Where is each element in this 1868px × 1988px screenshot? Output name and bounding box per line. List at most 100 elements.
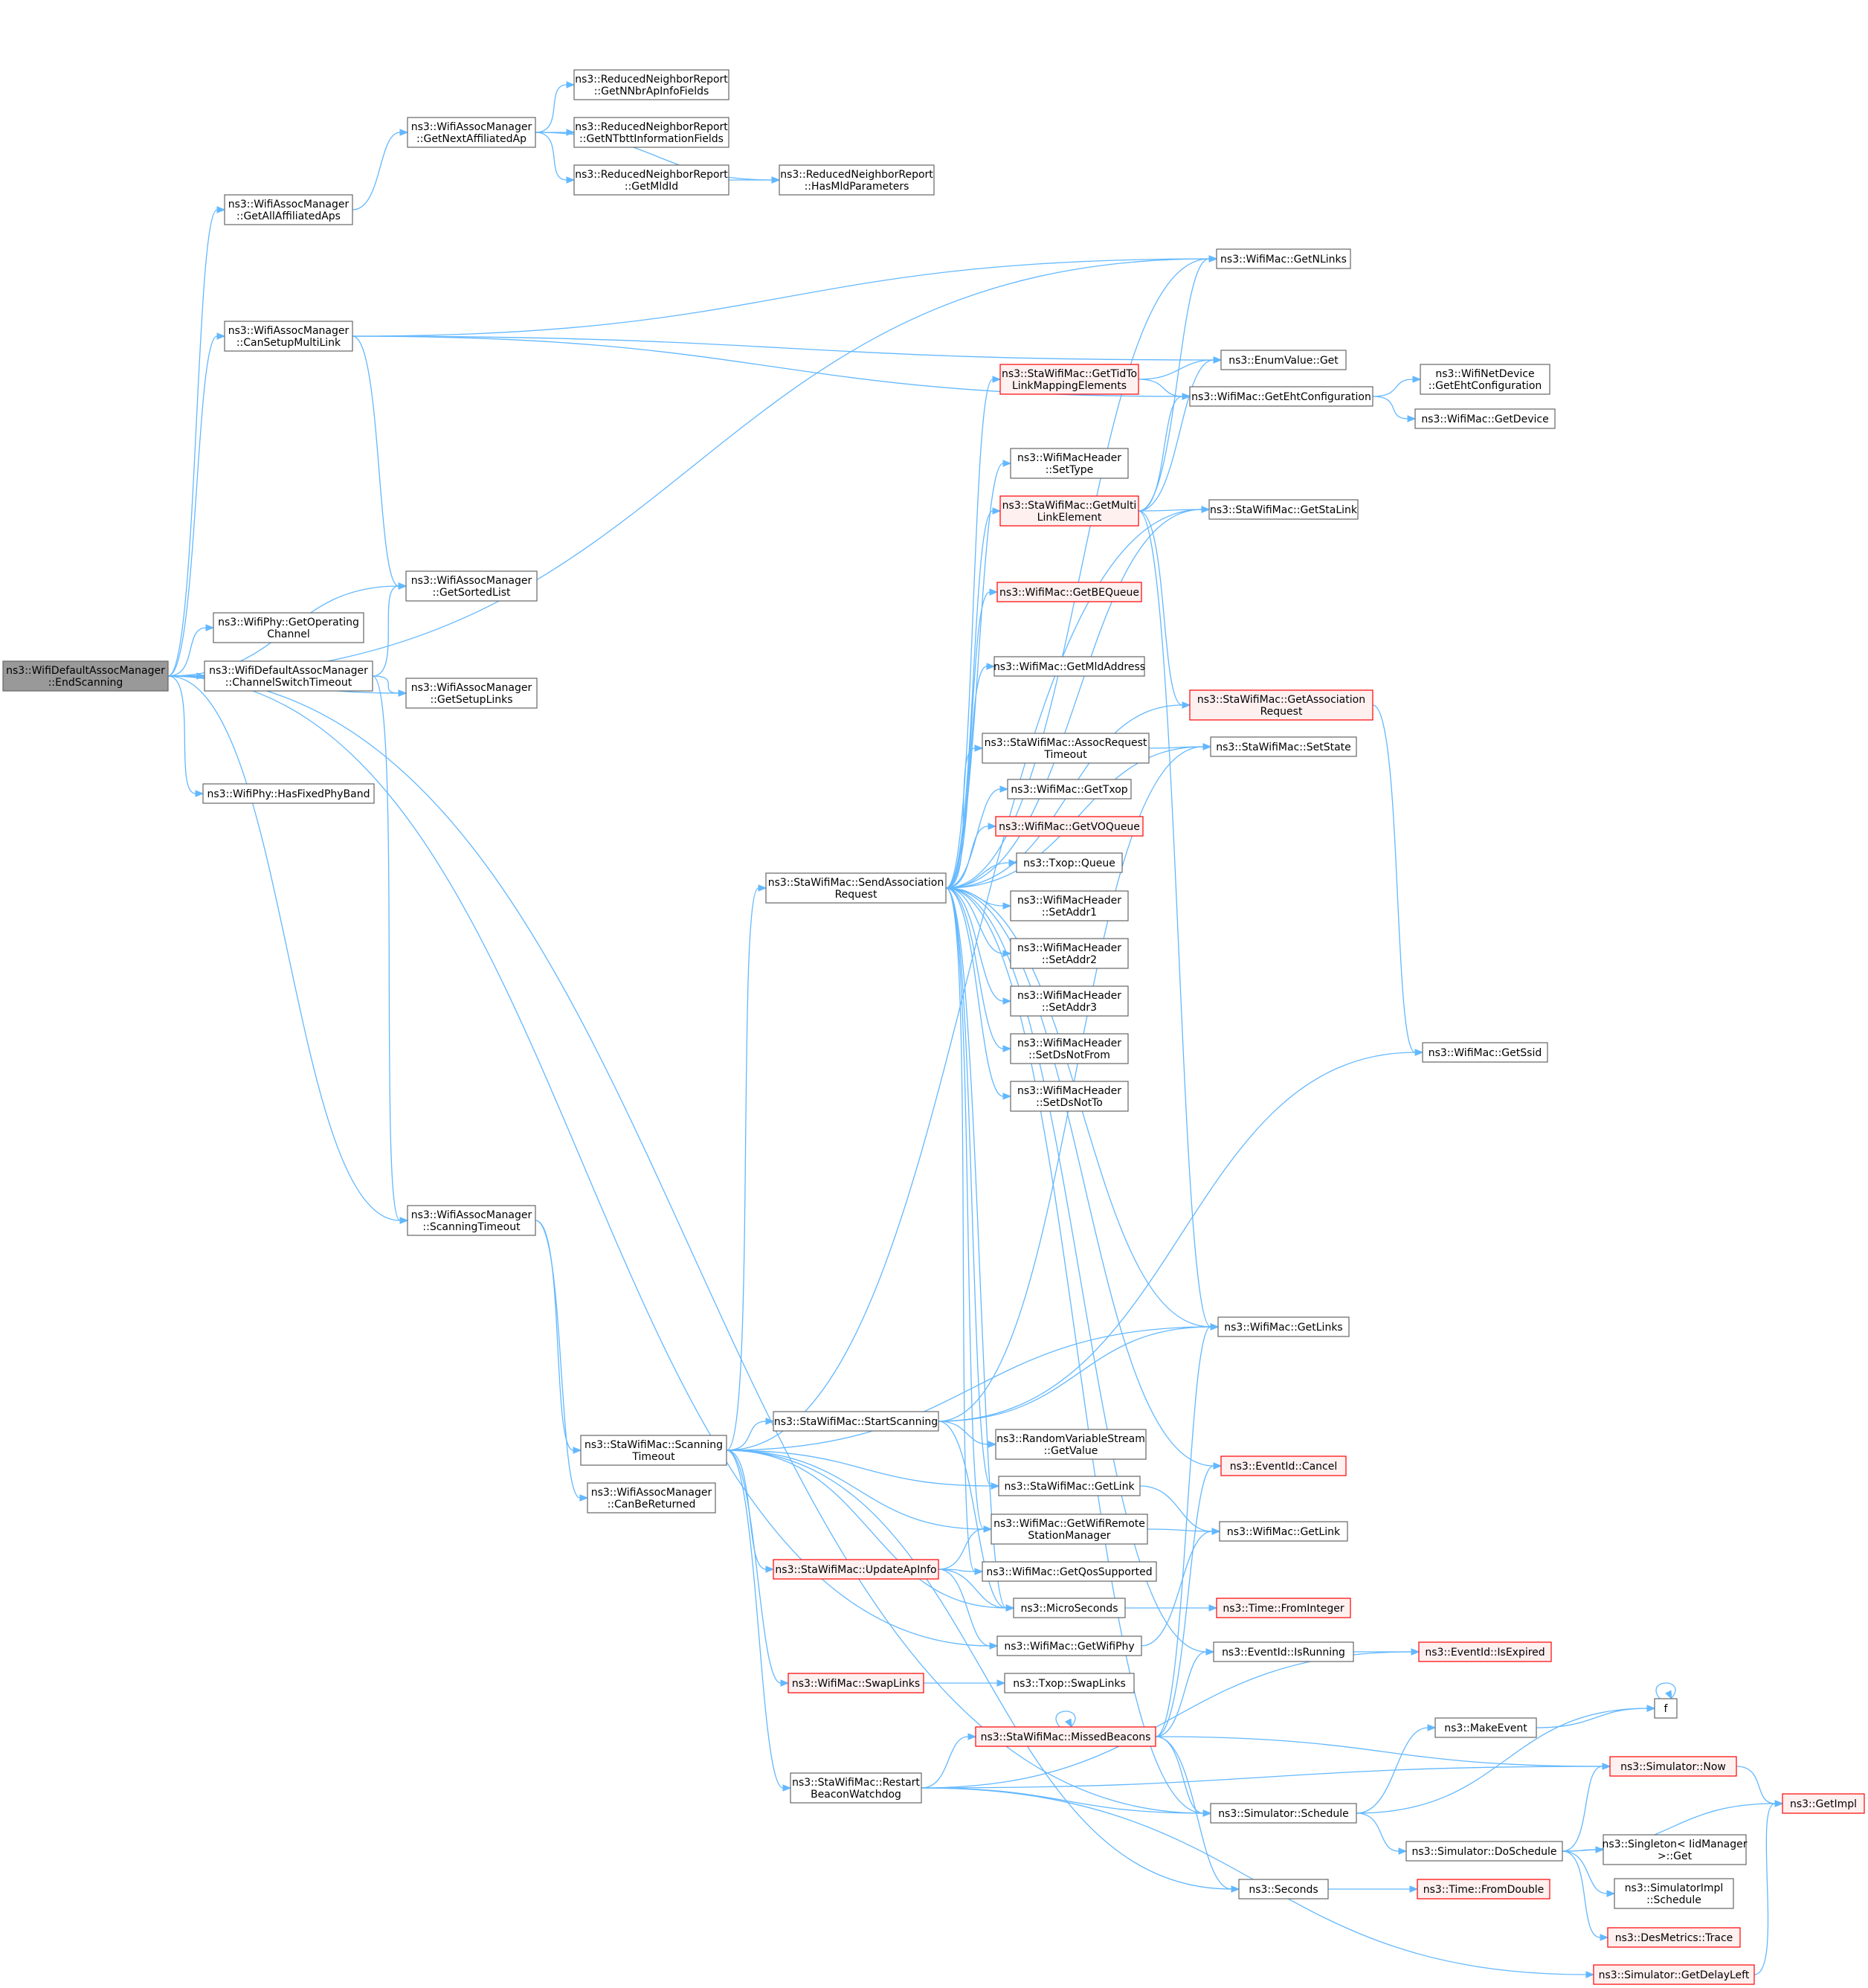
node-set-ds-not-to[interactable]: ns3::WifiMacHeader::SetDsNotTo [1010, 1081, 1129, 1112]
node-box [224, 194, 353, 225]
node-sta-scanning-timeout[interactable]: ns3::StaWifiMac::ScanningTimeout [580, 1435, 727, 1466]
node-get-voqueue[interactable]: ns3::WifiMac::GetVOQueue [995, 816, 1144, 837]
node-label: StationManager [1028, 1530, 1110, 1542]
node-simulator-impl-schedule[interactable]: ns3::SimulatorImpl::Schedule [1614, 1878, 1734, 1909]
node-end-scanning[interactable]: ns3::WifiDefaultAssocManager::EndScannin… [2, 660, 169, 692]
node-start-scanning[interactable]: ns3::StaWifiMac::StartScanning [773, 1411, 939, 1432]
edge-line [945, 887, 1004, 1097]
node-get-delay-left[interactable]: ns3::Simulator::GetDelayLeft [1593, 1964, 1755, 1985]
edge-line [1139, 1485, 1213, 1532]
node-mac-get-link[interactable]: ns3::WifiMac::GetLink [1219, 1521, 1348, 1542]
node-get-txop[interactable]: ns3::WifiMac::GetTxop [1007, 779, 1132, 800]
node-micro-seconds[interactable]: ns3::MicroSeconds [1013, 1598, 1126, 1618]
node-net-device-get-eht-configuration[interactable]: ns3::WifiNetDevice::GetEhtConfiguration [1420, 364, 1550, 395]
node-set-addr3[interactable]: ns3::WifiMacHeader::SetAddr3 [1010, 985, 1129, 1017]
node-event-id-is-expired[interactable]: ns3::EventId::IsExpired [1418, 1641, 1552, 1662]
node-label: ns3::StaWifiMac::Restart [792, 1777, 920, 1789]
node-txop-queue[interactable]: ns3::Txop::Queue [1016, 852, 1123, 873]
node-get-bequeue[interactable]: ns3::WifiMac::GetBEQueue [996, 582, 1142, 602]
node-get-mld-address[interactable]: ns3::WifiMac::GetMldAddress [993, 656, 1145, 677]
node-get-ntbtt-information-fields[interactable]: ns3::ReducedNeighborReport::GetNTbttInfo… [573, 117, 730, 148]
node-get-wifi-phy[interactable]: ns3::WifiMac::GetWifiPhy [996, 1635, 1142, 1656]
node-get-links[interactable]: ns3::WifiMac::GetLinks [1217, 1316, 1350, 1337]
edge-arrowhead [967, 1733, 977, 1740]
edge-line [1147, 1528, 1213, 1532]
edge-arrowhead [999, 785, 1009, 793]
node-enum-value-get[interactable]: ns3::EnumValue::Get [1220, 350, 1347, 370]
call-edge [938, 1569, 999, 1650]
node-label: ns3::WifiMac::GetNLinks [1220, 254, 1347, 266]
call-edge [726, 884, 767, 1451]
node-box [1420, 364, 1550, 395]
node-get-qos-supported[interactable]: ns3::WifiMac::GetQosSupported [982, 1561, 1157, 1582]
node-time-from-integer[interactable]: ns3::Time::FromInteger [1216, 1598, 1351, 1618]
node-set-addr1[interactable]: ns3::WifiMacHeader::SetAddr1 [1010, 890, 1129, 921]
node-label: ns3::Simulator::Now [1620, 1761, 1726, 1773]
call-edge [726, 506, 1211, 1451]
node-f[interactable]: f [1654, 1698, 1678, 1719]
node-update-ap-info[interactable]: ns3::StaWifiMac::UpdateApInfo [773, 1559, 939, 1580]
node-get-sta-link[interactable]: ns3::StaWifiMac::GetStaLink [1208, 499, 1359, 520]
node-get-ssid[interactable]: ns3::WifiMac::GetSsid [1422, 1042, 1548, 1063]
node-des-metrics-trace[interactable]: ns3::DesMetrics::Trace [1607, 1927, 1741, 1948]
node-box [573, 69, 730, 100]
node-get-device[interactable]: ns3::WifiMac::GetDevice [1414, 408, 1556, 429]
node-set-addr2[interactable]: ns3::WifiMacHeader::SetAddr2 [1010, 938, 1129, 969]
node-get-next-affiliated-ap[interactable]: ns3::WifiAssocManager::GetNextAffiliated… [407, 117, 536, 148]
call-edge [1372, 396, 1417, 422]
node-get-wifi-remote-station-manager[interactable]: ns3::WifiMac::GetWifiRemoteStationManage… [991, 1513, 1148, 1545]
node-simulator-schedule[interactable]: ns3::Simulator::Schedule [1210, 1803, 1357, 1824]
node-set-type[interactable]: ns3::WifiMacHeader::SetType [1010, 448, 1129, 479]
node-swap-links[interactable]: ns3::WifiMac::SwapLinks [788, 1673, 924, 1693]
node-sta-get-link[interactable]: ns3::StaWifiMac::GetLink [998, 1476, 1141, 1496]
node-label: ::ChannelSwitchTimeout [225, 677, 352, 689]
edge-line [921, 1736, 969, 1789]
call-edge [921, 1733, 977, 1789]
node-get-nnbr-ap-info-fields[interactable]: ns3::ReducedNeighborReport::GetNNbrApInf… [573, 69, 730, 100]
node-channel-switch-timeout[interactable]: ns3::WifiDefaultAssocManager::ChannelSwi… [204, 660, 373, 692]
node-has-mld-parameters[interactable]: ns3::ReducedNeighborReport::HasMldParame… [779, 164, 935, 196]
node-make-event[interactable]: ns3::MakeEvent [1434, 1717, 1537, 1738]
node-set-ds-not-from[interactable]: ns3::WifiMacHeader::SetDsNotFrom [1010, 1033, 1129, 1064]
node-get-eht-configuration[interactable]: ns3::WifiMac::GetEhtConfiguration [1189, 386, 1373, 407]
node-get-all-affiliated-aps[interactable]: ns3::WifiAssocManager::GetAllAffiliatedA… [224, 194, 353, 225]
node-get-impl[interactable]: ns3::GetImpl [1782, 1793, 1865, 1814]
node-get-nlinks[interactable]: ns3::WifiMac::GetNLinks [1216, 248, 1351, 269]
node-event-id-is-running[interactable]: ns3::EventId::IsRunning [1213, 1641, 1354, 1662]
node-event-id-cancel[interactable]: ns3::EventId::Cancel [1220, 1455, 1347, 1476]
node-get-setup-links[interactable]: ns3::WifiAssocManager::GetSetupLinks [405, 678, 538, 709]
node-get-tid-to-link-mapping-elements[interactable]: ns3::StaWifiMac::GetTidToLinkMappingElem… [999, 364, 1139, 395]
call-edge [535, 1220, 582, 1454]
node-txop-swap-links[interactable]: ns3::Txop::SwapLinks [1004, 1673, 1135, 1693]
node-time-from-double[interactable]: ns3::Time::FromDouble [1417, 1879, 1550, 1899]
edge-arrowhead [1008, 859, 1018, 866]
edge-arrowhead [1646, 1705, 1656, 1712]
node-missed-beacons[interactable]: ns3::StaWifiMac::MissedBeacons [975, 1726, 1156, 1747]
node-singleton-get[interactable]: ns3::Singleton< IidManager>::Get [1603, 1834, 1748, 1865]
edge-line [372, 675, 399, 694]
node-box [982, 1561, 1157, 1582]
node-do-schedule[interactable]: ns3::Simulator::DoSchedule [1405, 1841, 1563, 1862]
node-has-fixed-phy-band[interactable]: ns3::WifiPhy::HasFixedPhyBand [202, 783, 375, 804]
node-can-setup-multi-link[interactable]: ns3::WifiAssocManager::CanSetupMultiLink [224, 321, 353, 352]
edge-line [945, 509, 1202, 889]
node-label: ns3::WifiMac::GetLinks [1224, 1322, 1342, 1334]
node-set-state[interactable]: ns3::StaWifiMac::SetState [1210, 736, 1357, 757]
node-assoc-scanning-timeout[interactable]: ns3::WifiAssocManager::ScanningTimeout [407, 1205, 536, 1236]
node-label: ns3::EventId::IsExpired [1425, 1647, 1545, 1659]
node-rnr-get-mld-id[interactable]: ns3::ReducedNeighborReport::GetMldId [573, 164, 730, 196]
node-can-be-returned[interactable]: ns3::WifiAssocManager::CanBeReturned [587, 1482, 716, 1513]
node-seconds[interactable]: ns3::Seconds [1238, 1879, 1329, 1899]
node-label: ns3::WifiMac::GetVOQueue [999, 821, 1140, 833]
node-rvs-get-value[interactable]: ns3::RandomVariableStream::GetValue [995, 1429, 1147, 1460]
node-get-sorted-list[interactable]: ns3::WifiAssocManager::GetSortedList [405, 570, 538, 602]
node-simulator-now[interactable]: ns3::Simulator::Now [1609, 1756, 1737, 1777]
node-label: ns3::StaWifiMac::SetState [1216, 742, 1351, 753]
edge-arrowhead [1606, 1890, 1616, 1897]
